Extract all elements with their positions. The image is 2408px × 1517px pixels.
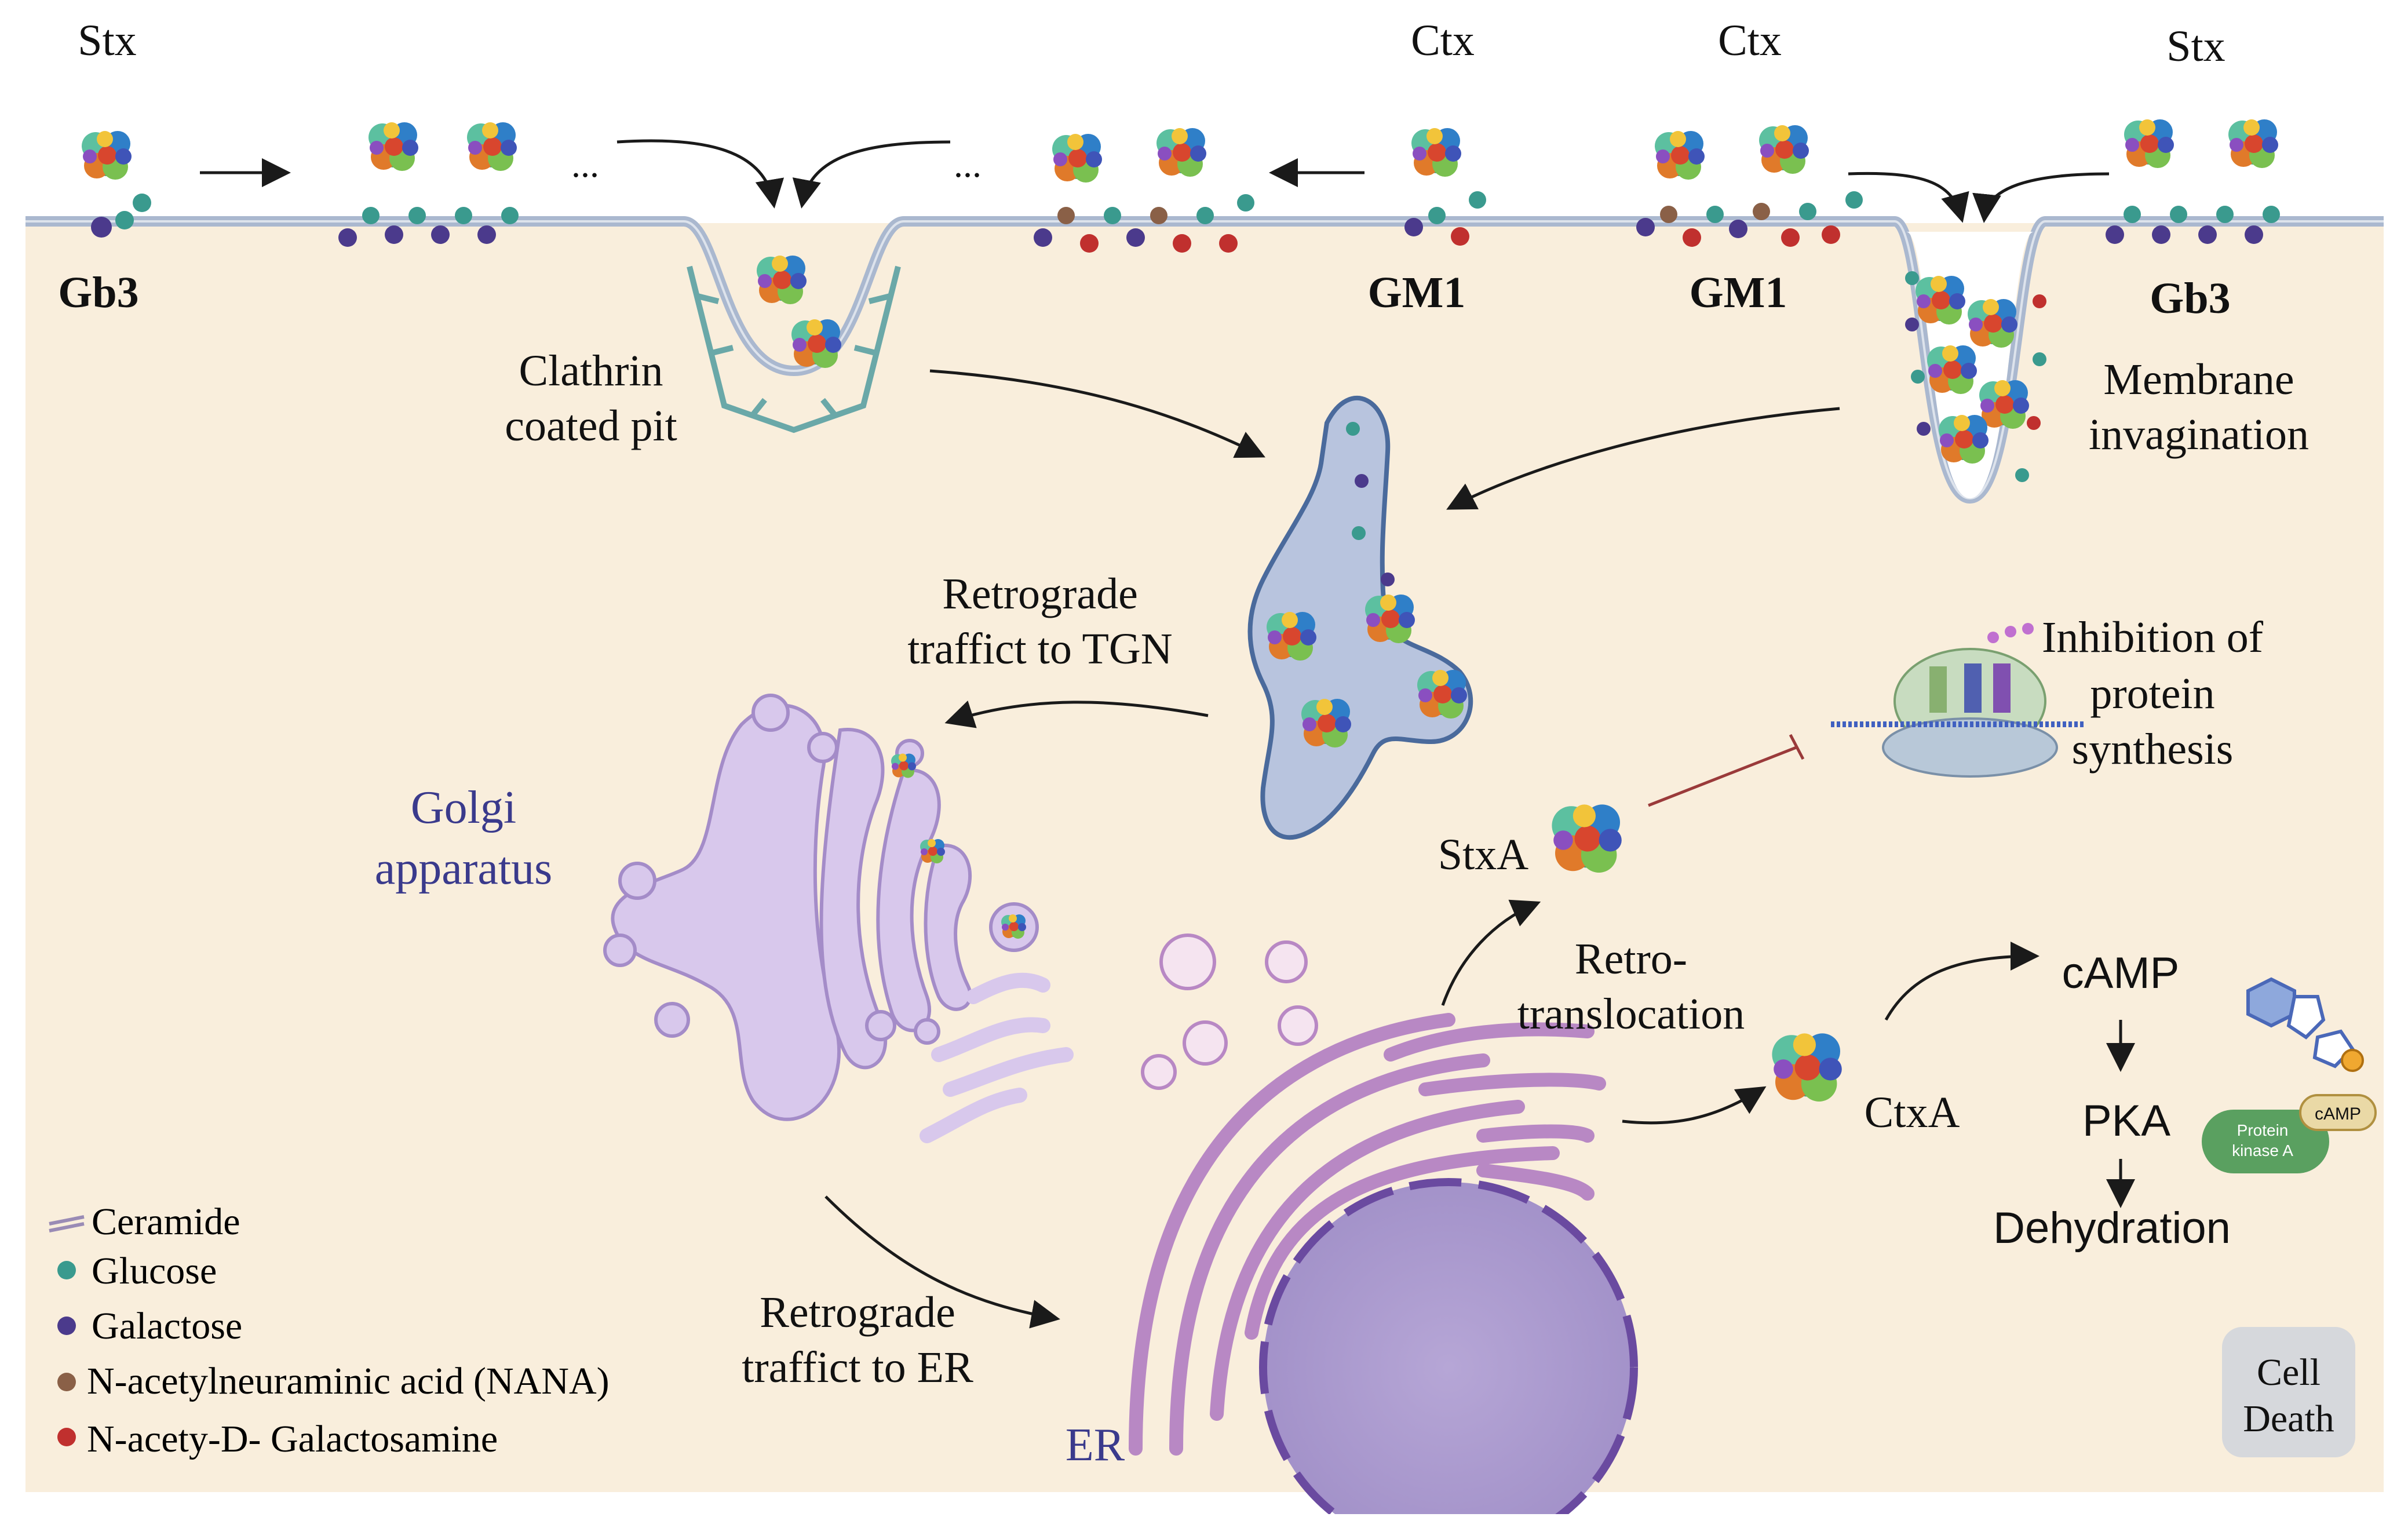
camp-molecule-icon	[2246, 977, 2364, 1072]
cell-death-box	[2222, 1327, 2355, 1457]
label-er: ER	[1066, 1420, 1125, 1471]
ceramide-line-icon	[49, 1215, 85, 1232]
label-camp-small: cAMP	[2315, 1104, 2361, 1124]
label-camp: cAMP	[2062, 949, 2180, 998]
label-gb3-left: Gb3	[58, 268, 138, 317]
stxa-toxin	[1552, 804, 1622, 873]
legend-item-glucose: Glucose	[57, 1250, 217, 1292]
invagination-toxin-cluster	[1905, 271, 2046, 482]
label-inhibition-1: Inhibition of	[2042, 613, 2264, 662]
er-vesicles	[1141, 933, 1318, 1090]
label-dehydration: Dehydration	[1993, 1204, 2231, 1253]
ribosome-icon	[1831, 623, 2086, 778]
arrows	[200, 139, 2135, 1329]
label-clathrin-2: coated pit	[505, 402, 677, 450]
label-pka: PKA	[2082, 1096, 2170, 1146]
legend-item-galactose: Galactose	[57, 1305, 242, 1347]
legend-label: Galactose	[92, 1305, 242, 1347]
ctxa-toxin	[1772, 1033, 1842, 1102]
legend-item-nana: N-acetylneuraminic acid (NANA)	[57, 1360, 610, 1402]
label-ctx-1: Ctx	[1411, 16, 1475, 65]
label-golgi-2: apparatus	[375, 843, 553, 894]
label-cell-death-1: Cell	[2257, 1351, 2321, 1394]
label-ellipsis-left: ...	[571, 144, 599, 185]
legend-label: Ceramide	[92, 1201, 240, 1243]
legend-item-ceramide: Ceramide	[49, 1201, 240, 1243]
clathrin-coat	[687, 265, 901, 433]
label-membrane-1: Membrane	[2103, 355, 2294, 404]
legend: Ceramide Glucose Galactose N-acetylneura…	[49, 1201, 610, 1460]
label-gb3-right: Gb3	[2150, 274, 2230, 323]
legend-item-galnac: N-acety-D- Galactosamine	[57, 1418, 498, 1460]
label-retro-er-1: Retrograde	[760, 1288, 955, 1337]
inhibition-line	[1648, 734, 1805, 807]
glucose-dot-icon	[57, 1261, 76, 1279]
label-gm1-1: GM1	[1368, 268, 1466, 317]
label-inhibition-2: protein	[2090, 669, 2214, 718]
label-stx-left: Stx	[78, 16, 136, 65]
text-labels: Stx Gb3 ... ... Ctx Ctx Stx GM1 GM1 Gb3 …	[58, 16, 2361, 1471]
legend-label: N-acety-D- Galactosamine	[87, 1418, 498, 1460]
label-ctxa: CtxA	[1865, 1088, 1960, 1137]
label-gm1-2: GM1	[1690, 268, 1787, 317]
label-inhibition-3: synthesis	[2072, 725, 2234, 774]
receptor-glycans	[91, 191, 2280, 253]
galnac-dot-icon	[57, 1428, 76, 1446]
legend-label: N-acetylneuraminic acid (NANA)	[87, 1360, 610, 1402]
nucleus	[1259, 1178, 1638, 1517]
label-stx-right: Stx	[2166, 22, 2225, 71]
label-ctx-2: Ctx	[1718, 16, 1782, 65]
label-retro-tgn-1: Retrograde	[942, 570, 1138, 618]
label-protein-kinase-2: kinase A	[2232, 1142, 2293, 1159]
galactose-dot-icon	[57, 1317, 76, 1335]
label-clathrin-1: Clathrin	[519, 347, 663, 395]
endoplasmic-reticulum	[1129, 1013, 1606, 1456]
label-ellipsis-right: ...	[954, 144, 982, 185]
label-golgi-1: Golgi	[411, 782, 516, 833]
label-retrotrans-2: translocation	[1517, 990, 1745, 1038]
label-retrotrans-1: Retro-	[1575, 935, 1687, 983]
label-stxa: StxA	[1438, 830, 1528, 879]
nana-dot-icon	[57, 1373, 76, 1391]
label-protein-kinase-1: Protein	[2237, 1121, 2289, 1139]
legend-label: Glucose	[92, 1250, 217, 1292]
label-retro-er-2: traffict to ER	[742, 1343, 973, 1392]
early-endosome	[1247, 396, 1473, 840]
label-cell-death-2: Death	[2243, 1398, 2334, 1440]
label-retro-tgn-2: traffict to TGN	[907, 625, 1172, 673]
protein-kinase-a	[2202, 1094, 2377, 1173]
label-membrane-2: invagination	[2089, 410, 2309, 459]
